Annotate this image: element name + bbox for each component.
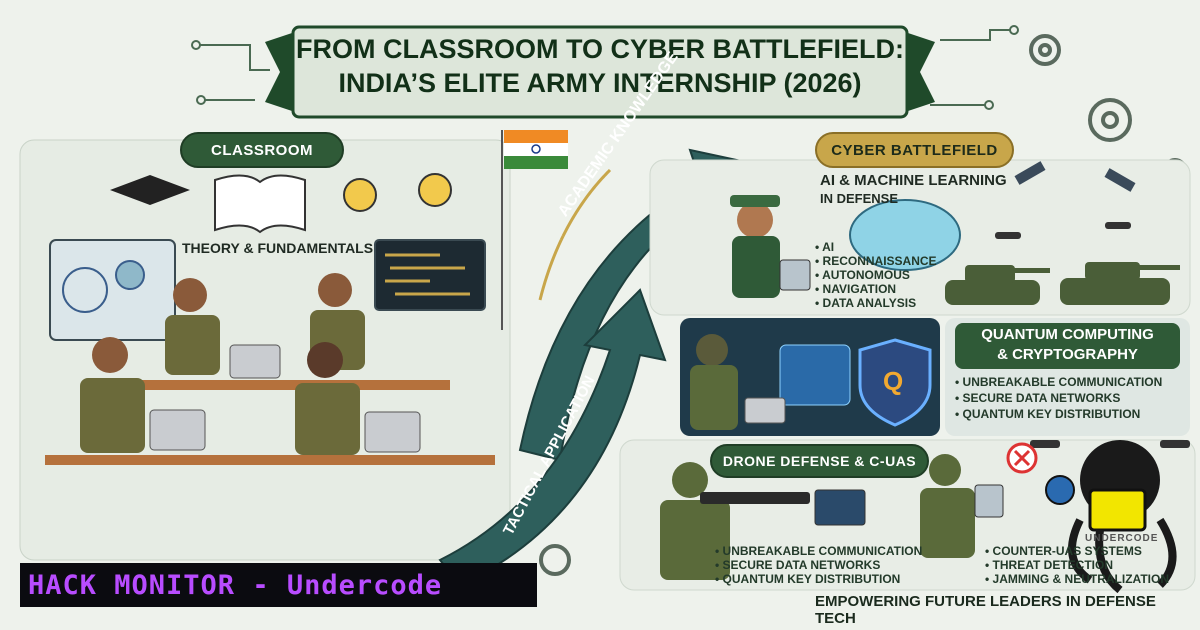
graduation-cap-icon	[110, 175, 190, 205]
code-screen	[374, 239, 486, 311]
drone-item: QUANTUM KEY DISTRIBUTION	[715, 572, 922, 586]
lightbulb-icon	[418, 173, 452, 207]
drone-item: SECURE DATA NETWORKS	[715, 558, 922, 572]
quantum-title-line-1: QUANTUM COMPUTING	[981, 326, 1154, 343]
quantum-title-line-2: & CRYPTOGRAPHY	[997, 346, 1138, 363]
drone-right-item: COUNTER-UAS SYSTEMS	[985, 544, 1169, 558]
atom-screen	[49, 239, 176, 341]
shield-icon	[858, 338, 932, 427]
drone-right-list: COUNTER-UAS SYSTEMS THREAT DETECTION JAM…	[985, 544, 1169, 586]
drone-defense-label: DRONE DEFENSE & C-UAS	[710, 444, 929, 478]
drone-right-item: JAMMING & NEUTRALIZATION	[985, 572, 1169, 586]
page-title: FROM CLASSROOM TO CYBER BATTLEFIELD: IND…	[290, 32, 910, 100]
ai-item: NAVIGATION	[815, 282, 937, 296]
ai-item: RECONNAISSANCE	[815, 254, 937, 268]
undercode-logo-text: UNDERCODE	[1085, 533, 1159, 544]
tank-illustration	[945, 262, 1180, 305]
classroom-label: CLASSROOM	[180, 132, 344, 168]
students-illustration	[80, 273, 421, 455]
ai-ml-title-line-2: IN DEFENSE	[820, 191, 899, 206]
ai-item: AI	[815, 240, 937, 254]
ai-ml-title-line-1: AI & MACHINE LEARNING	[820, 172, 1007, 189]
open-book-icon	[214, 174, 306, 234]
quantum-badge: Q	[883, 366, 904, 396]
flag-of-india-icon	[531, 144, 541, 154]
theory-fundamentals-label: THEORY & FUNDAMENTALS	[182, 240, 374, 256]
watermark-text: HACK MONITOR - Undercode	[28, 569, 443, 601]
rifle-illustration	[700, 492, 810, 504]
hack-monitor-watermark: HACK MONITOR - Undercode	[20, 563, 537, 607]
ai-ml-list: AI RECONNAISSANCE AUTONOMOUS NAVIGATION …	[815, 240, 937, 310]
drone-right-item: THREAT DETECTION	[985, 558, 1169, 572]
satellite-icon	[1014, 161, 1136, 192]
quantum-item: QUANTUM KEY DISTRIBUTION	[955, 406, 1162, 422]
quantum-item: SECURE DATA NETWORKS	[955, 390, 1162, 406]
ai-ml-title: AI & MACHINE LEARNING IN DEFENSE	[820, 172, 1007, 208]
title-line-1: FROM CLASSROOM TO CYBER BATTLEFIELD:	[296, 34, 904, 64]
quantum-list: UNBREAKABLE COMMUNICATION SECURE DATA NE…	[955, 374, 1163, 422]
drone-icon	[995, 222, 1190, 448]
ai-item: AUTONOMOUS	[815, 268, 937, 282]
drone-list: UNBREAKABLE COMMUNICATION SECURE DATA NE…	[715, 544, 923, 586]
lightbulb-icon	[343, 178, 377, 212]
ai-item: DATA ANALYSIS	[815, 296, 937, 310]
quantum-title: QUANTUM COMPUTING & CRYPTOGRAPHY	[955, 323, 1180, 369]
drone-item: UNBREAKABLE COMMUNICATION	[715, 544, 923, 558]
cyber-battlefield-label: CYBER BATTLEFIELD	[815, 132, 1014, 168]
title-ribbon	[265, 25, 935, 119]
chip-icon	[779, 344, 851, 406]
footer-tagline: EMPOWERING FUTURE LEADERS IN DEFENSE TEC…	[815, 593, 1156, 627]
quantum-item: UNBREAKABLE COMMUNICATION	[955, 374, 1163, 390]
tactical-application-arrow	[438, 288, 667, 587]
title-line-2: INDIA’S ELITE ARMY INTERNSHIP (2026)	[338, 68, 862, 98]
